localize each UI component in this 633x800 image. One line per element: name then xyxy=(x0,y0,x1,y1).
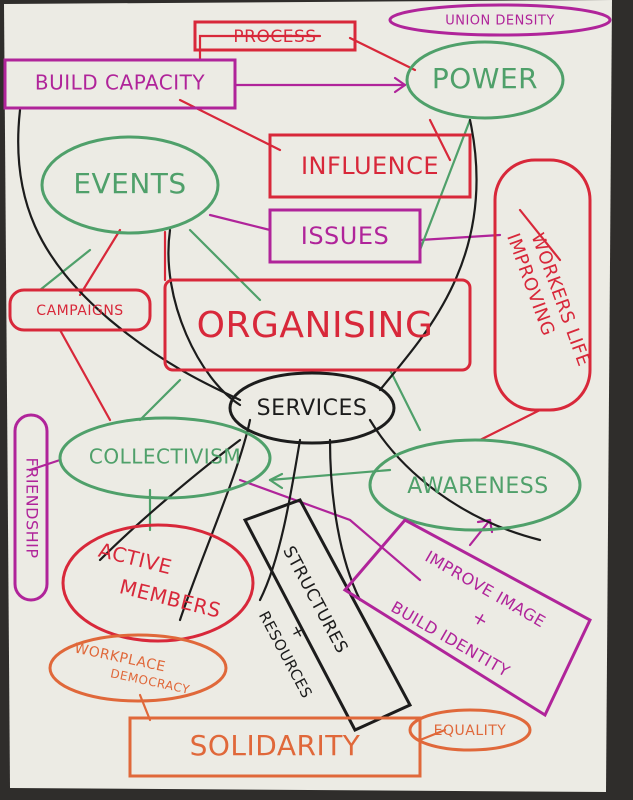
solidarity-box xyxy=(128,716,422,778)
edge-process-power xyxy=(348,36,417,72)
process-label: PROCESS xyxy=(233,27,316,47)
power-label: POWER xyxy=(432,62,538,95)
active-members-oval xyxy=(61,523,255,643)
node-equality: EQUALITY xyxy=(408,708,532,752)
arrowhead-power xyxy=(393,76,407,94)
edge-improving-awareness xyxy=(478,408,542,442)
node-friendship: FRIENDSHIP xyxy=(13,413,49,602)
connections xyxy=(17,34,562,742)
node-awareness: AWARENESS xyxy=(368,438,582,532)
structures-resources-box xyxy=(242,498,413,732)
edge-awareness-collectivism xyxy=(268,468,392,482)
edge-workplace-solidarity xyxy=(138,693,152,722)
arrowhead-collectivism xyxy=(268,472,284,490)
issues-box xyxy=(268,208,422,264)
organising-label: ORGANISING xyxy=(197,305,434,346)
events-oval xyxy=(40,135,220,235)
influence-label: INFLUENCE xyxy=(301,152,439,180)
issues-label: ISSUES xyxy=(301,222,390,250)
edge-events-organising xyxy=(188,228,262,302)
edge-organising-awareness xyxy=(388,368,422,432)
node-solidarity: SOLIDARITY xyxy=(128,716,422,778)
awareness-oval xyxy=(368,438,582,532)
union-density-oval xyxy=(388,3,612,37)
edge-influence-power xyxy=(428,118,452,162)
campaigns-label: CAMPAIGNS xyxy=(36,303,123,319)
edge-issues-power xyxy=(418,118,472,252)
edge-solidarity-equality xyxy=(418,728,447,742)
services-label: SERVICES xyxy=(257,396,368,421)
node-collectivism: COLLECTIVISM xyxy=(58,416,272,500)
edge-events-issues xyxy=(208,213,272,232)
edge-services-active xyxy=(178,418,252,622)
services-oval xyxy=(228,371,396,445)
node-build-capacity: BUILD CAPACITY xyxy=(3,58,237,110)
edge-issues-improving xyxy=(418,233,502,242)
edge-events-campaigns xyxy=(38,248,92,292)
node-organising: ORGANISING xyxy=(163,278,472,372)
collectivism-oval xyxy=(58,416,272,500)
node-process: PROCESS xyxy=(193,20,357,52)
edge-services-collectivism xyxy=(98,438,242,562)
build-capacity-box xyxy=(3,58,237,110)
union-density-label: UNION DENSITY xyxy=(445,14,555,29)
edge-services-structures-2 xyxy=(328,438,362,602)
node-power: POWER xyxy=(405,40,565,120)
friendship-label: FRIENDSHIP xyxy=(23,458,42,559)
influence-box xyxy=(268,133,472,199)
process-box xyxy=(193,20,357,52)
workplace-democracy-oval xyxy=(48,633,228,703)
node-issues: ISSUES xyxy=(268,208,422,264)
events-label: EVENTS xyxy=(73,167,186,200)
organising-box xyxy=(163,278,472,372)
edge-campaigns-collectivism xyxy=(58,328,112,422)
awareness-label: AWARENESS xyxy=(407,474,548,499)
edge-friendship-collectivism xyxy=(28,458,62,472)
node-influence: INFLUENCE xyxy=(268,133,472,199)
edge-organising-collectivism xyxy=(138,378,182,422)
collectivism-label: COLLECTIVISM xyxy=(89,445,241,469)
edge-image-awareness xyxy=(468,518,492,547)
improving-workers-life-box xyxy=(493,158,592,412)
edge-campaigns-events xyxy=(78,228,122,297)
power-oval xyxy=(405,40,565,120)
edge-services-structures xyxy=(258,438,302,602)
build-capacity-label: BUILD CAPACITY xyxy=(35,71,205,95)
edge-collectivism-image xyxy=(238,478,422,582)
friendship-box xyxy=(13,413,49,602)
equality-label: EQUALITY xyxy=(434,723,507,739)
equality-oval xyxy=(408,708,532,752)
edge-events-services xyxy=(167,228,242,407)
edge-services-image xyxy=(368,418,542,542)
edge-build-services xyxy=(17,108,242,402)
node-campaigns: CAMPAIGNS xyxy=(8,288,152,332)
node-union-density: UNION DENSITY xyxy=(388,3,612,37)
campaigns-box xyxy=(8,288,152,332)
edge-build-process xyxy=(198,34,322,62)
solidarity-label: SOLIDARITY xyxy=(190,729,361,762)
edge-improving-power xyxy=(518,208,562,262)
node-services: SERVICES xyxy=(228,371,396,445)
node-events: EVENTS xyxy=(40,135,220,235)
improve-image-box xyxy=(342,518,592,718)
